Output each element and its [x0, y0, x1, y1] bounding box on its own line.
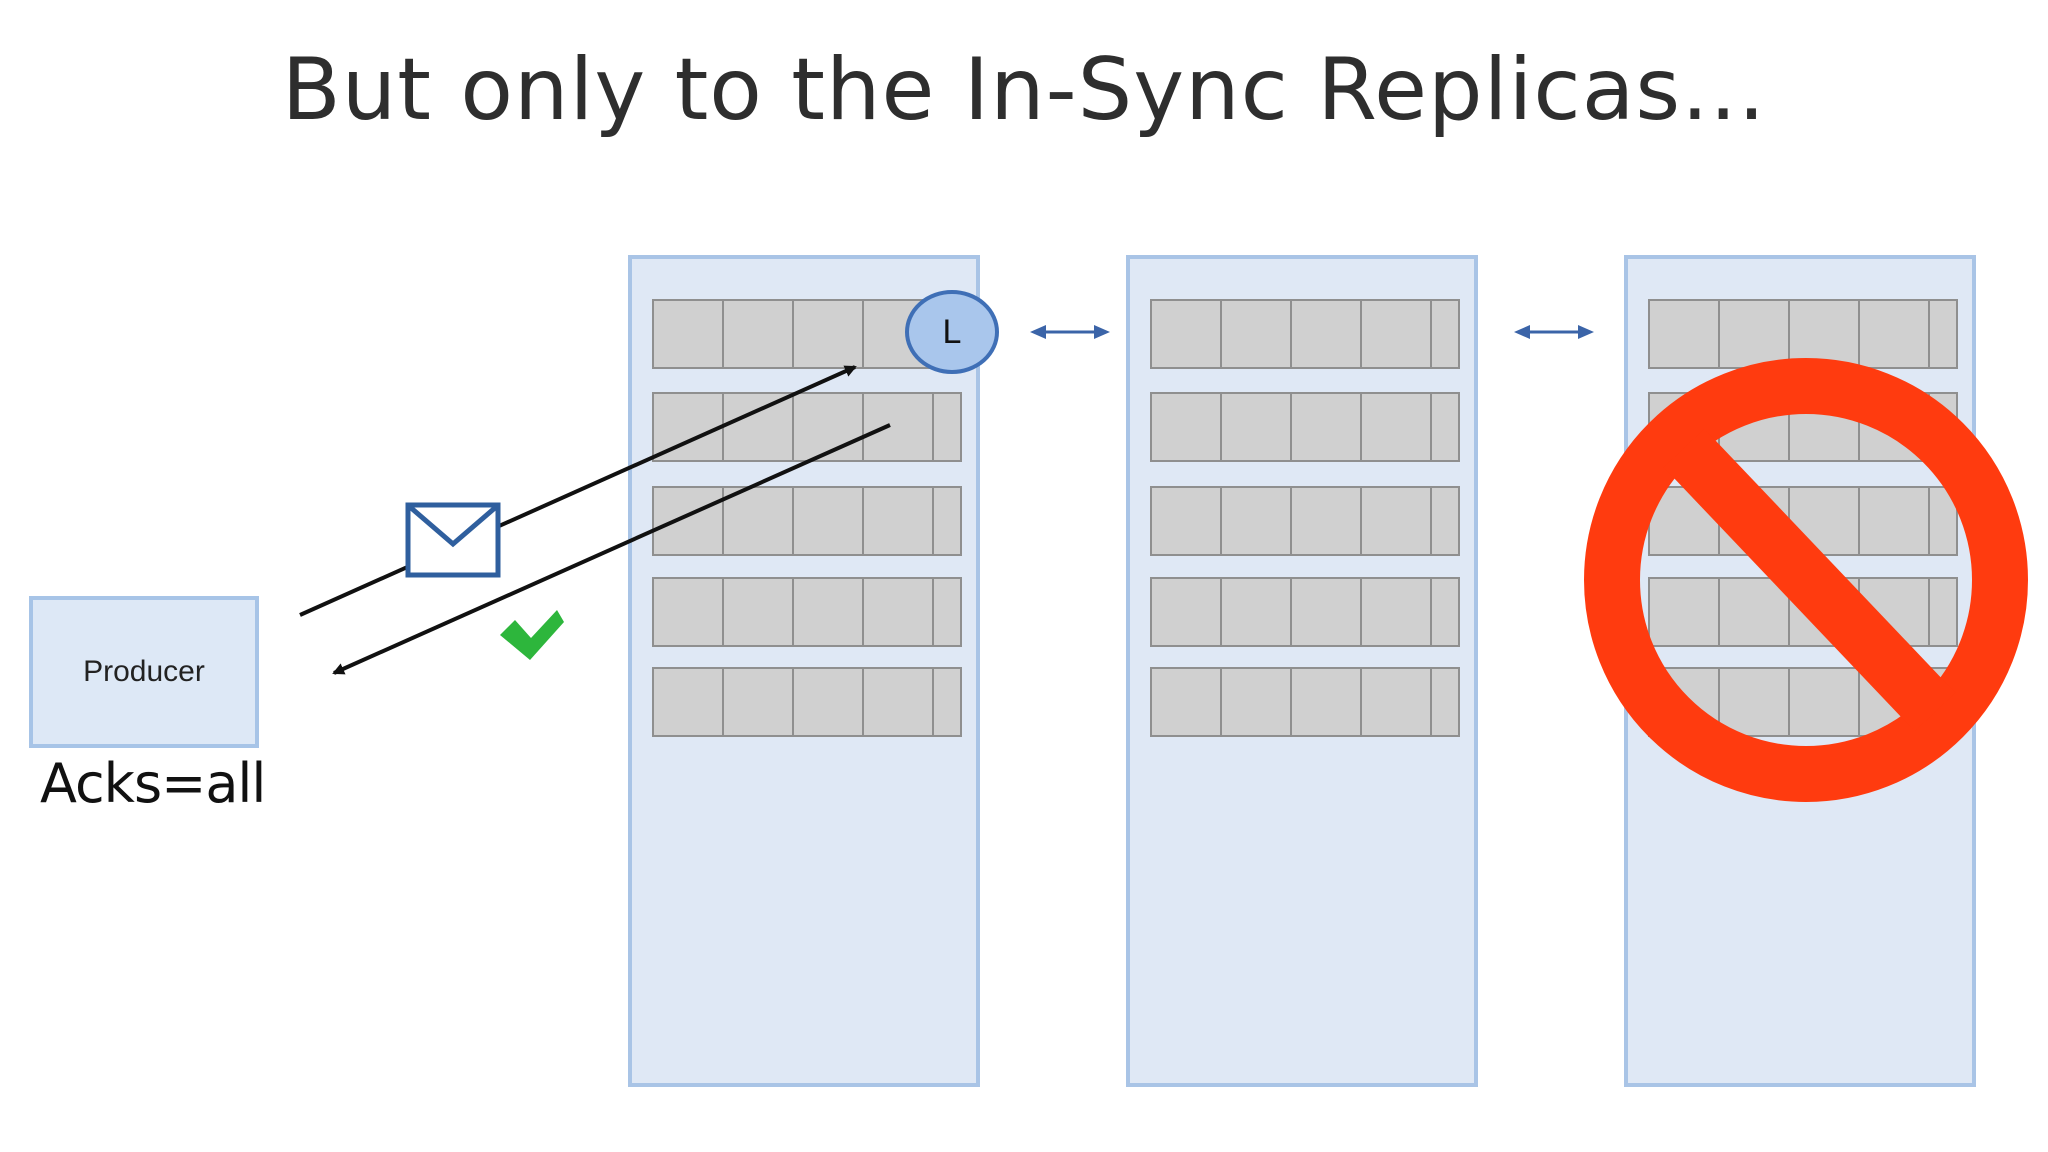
sync-arrow-2-3	[1514, 325, 1594, 339]
checkmark-icon	[500, 610, 564, 660]
partition-row	[1150, 392, 1460, 462]
envelope-icon	[405, 502, 501, 578]
sync-arrow-1-2	[1030, 325, 1110, 339]
ack-arrow	[332, 423, 891, 675]
partition-row	[652, 392, 962, 462]
partition-row	[1150, 299, 1460, 369]
partition-row	[652, 667, 962, 737]
send-arrow	[299, 365, 857, 617]
leader-label: L	[942, 312, 962, 351]
broker-follower-in-sync	[1126, 255, 1478, 1087]
acks-label: Acks=all	[40, 752, 266, 815]
partition-row	[1150, 577, 1460, 647]
leader-marker	[905, 290, 999, 374]
slide-title: But only to the In-Sync Replicas...	[281, 40, 1767, 140]
partition-row	[1150, 667, 1460, 737]
broker-leader	[628, 255, 980, 1087]
partition-row	[1648, 299, 1958, 369]
producer-box: Producer	[29, 596, 259, 748]
partition-row	[652, 486, 962, 556]
partition-row	[652, 577, 962, 647]
prohibited-icon	[1584, 358, 2028, 802]
partition-row	[1150, 486, 1460, 556]
producer-label: Producer	[83, 655, 205, 688]
